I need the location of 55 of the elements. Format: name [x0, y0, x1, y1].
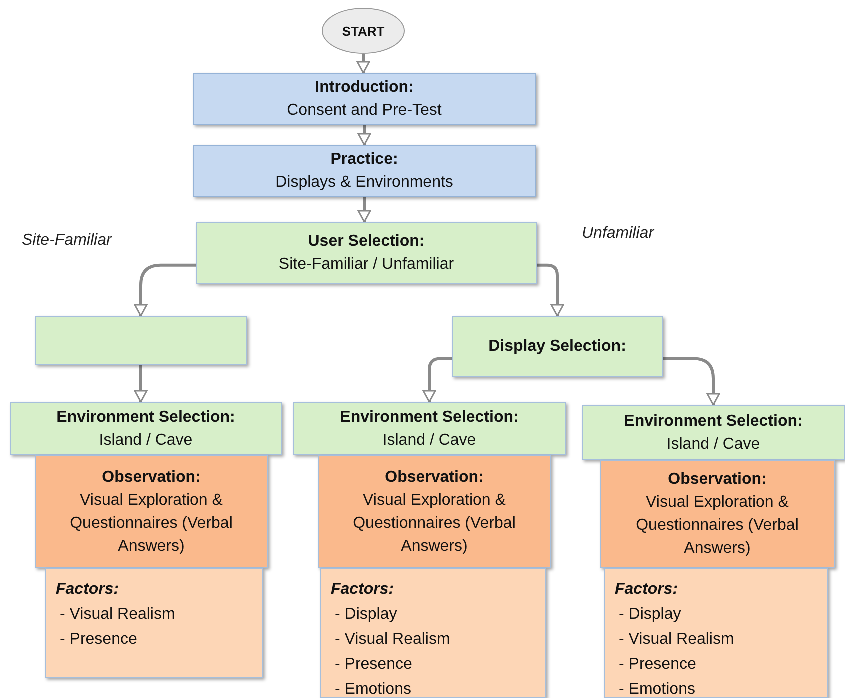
- arrow: [358, 125, 372, 146]
- list-item: - Visual Realism: [334, 630, 450, 650]
- process-box: [193, 145, 536, 197]
- process-box: [196, 222, 537, 284]
- box-text: Site-Familiar / Unfamiliar: [278, 255, 454, 275]
- box-text: Visual Exploration & Questionnaires (Verbal Answers): [69, 490, 234, 556]
- process-box: [35, 455, 268, 568]
- box-heading: Environment Selection:: [624, 412, 803, 432]
- process-box: [45, 568, 263, 678]
- box-heading: User Selection:: [308, 232, 425, 252]
- list-item: - Display: [334, 605, 398, 625]
- box-text: Island / Cave: [382, 430, 476, 450]
- arrow: [422, 357, 452, 403]
- box-heading: START: [342, 22, 385, 40]
- process-box: [452, 316, 663, 377]
- list-item: - Presence: [618, 655, 696, 675]
- process-box: [600, 460, 835, 568]
- box-heading: Observation:: [102, 468, 201, 488]
- box-text: Island / Cave: [666, 434, 760, 454]
- process-box: [318, 455, 551, 568]
- arrow: [537, 264, 564, 317]
- box-heading: Introduction:: [315, 78, 414, 98]
- process-box: [10, 402, 282, 455]
- box-text: Island / Cave: [99, 430, 193, 450]
- list-item: - Display: [618, 605, 682, 625]
- box-heading: Observation:: [385, 468, 484, 488]
- list-item: - Visual Realism: [59, 605, 176, 625]
- list-heading: Factors:: [331, 580, 394, 600]
- arrow: [358, 197, 372, 223]
- list-item: - Emotions: [618, 680, 696, 698]
- box-text: Visual Exploration & Questionnaires (Verbal Answers): [635, 493, 800, 559]
- box-heading: Display Selection:: [488, 337, 626, 357]
- process-box: [582, 405, 845, 460]
- box-heading: Environment Selection:: [340, 408, 519, 428]
- arrow: [134, 365, 148, 403]
- arrow: [356, 54, 370, 74]
- process-box: [193, 73, 536, 125]
- box-text: Displays & Environments: [276, 173, 454, 193]
- box-text: Visual Exploration & Questionnaires (Verbal Answers): [352, 490, 517, 556]
- empty-box: [35, 316, 247, 365]
- list-item: - Presence: [59, 630, 138, 650]
- list-heading: Factors:: [56, 580, 120, 600]
- list-item: - Presence: [334, 655, 412, 675]
- box-heading: Environment Selection:: [56, 408, 236, 428]
- process-box: [604, 568, 828, 698]
- process-box: [320, 568, 546, 698]
- process-box: [293, 402, 566, 455]
- box-text: Consent and Pre-Test: [287, 101, 442, 121]
- box-heading: Practice:: [330, 150, 398, 170]
- list-item: - Emotions: [334, 680, 412, 698]
- arrow: [134, 264, 196, 317]
- arrow: [663, 357, 720, 406]
- list-item: - Visual Realism: [618, 630, 734, 650]
- list-heading: Factors:: [615, 580, 678, 600]
- box-heading: Observation:: [668, 470, 767, 490]
